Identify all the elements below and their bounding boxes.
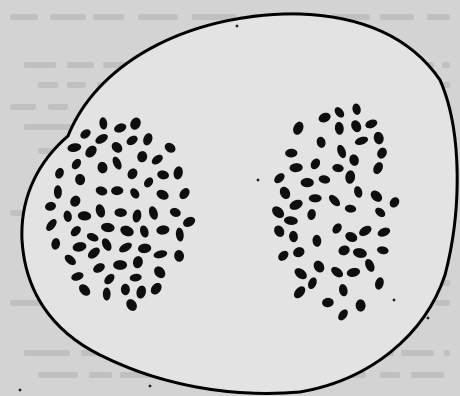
speck (236, 25, 239, 28)
bleed-text-mark (138, 14, 178, 20)
bleed-text-mark (24, 124, 72, 130)
right-cluster-dot (309, 194, 322, 202)
bleed-text-mark (50, 14, 86, 20)
bleed-text-mark (380, 372, 400, 378)
bleed-text-mark (411, 372, 444, 378)
speck (257, 179, 260, 182)
left-cluster-dot (113, 260, 127, 270)
bleed-text-mark (10, 104, 36, 110)
bleed-text-mark (380, 14, 414, 20)
bleed-text-mark (442, 62, 450, 68)
bleed-text-mark (444, 350, 450, 356)
bleed-text-mark (401, 350, 434, 356)
bleed-text-mark (38, 82, 58, 88)
bleed-text-mark (10, 14, 38, 20)
speck (19, 389, 22, 392)
bleed-text-mark (427, 14, 450, 20)
speck (149, 385, 152, 388)
bleed-text-mark (89, 372, 112, 378)
bleed-text-mark (67, 82, 86, 88)
bleed-text-mark (38, 372, 78, 378)
bleed-text-mark (48, 104, 68, 110)
bleed-text-mark (24, 350, 70, 356)
bleed-text-mark (67, 62, 94, 68)
bleed-text-mark (93, 14, 124, 20)
bleed-text-mark (24, 62, 56, 68)
left-cluster-dot (103, 288, 111, 301)
speck (393, 299, 396, 302)
speck (427, 317, 430, 320)
bleed-text-mark (435, 300, 450, 306)
